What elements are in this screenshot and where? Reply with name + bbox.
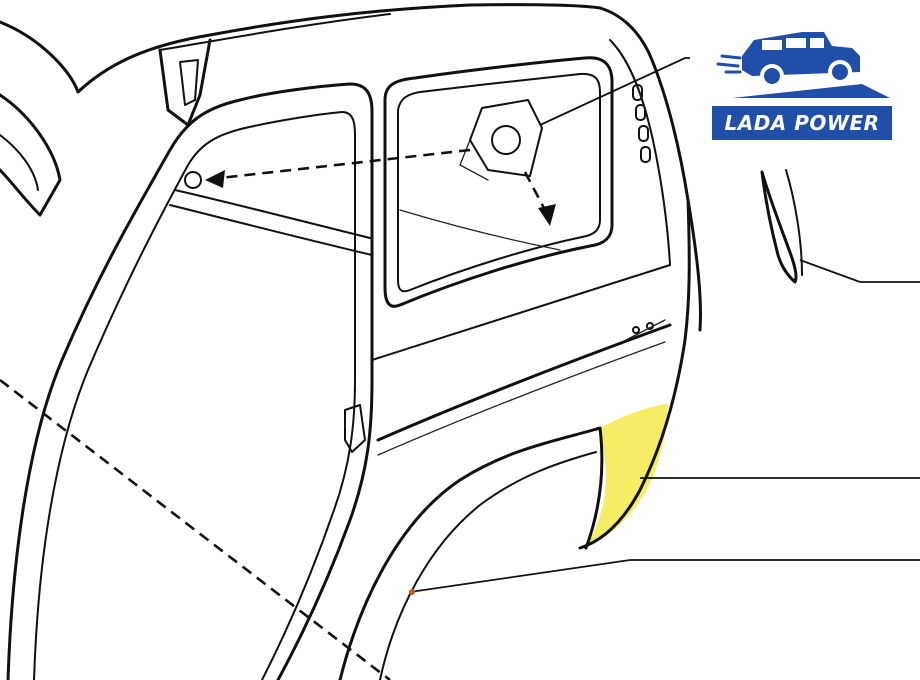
- suv-car-icon: [716, 32, 890, 98]
- vent-slots: [632, 84, 651, 163]
- leader-line-grommet: [539, 57, 690, 126]
- front-edge-inner: [0, 134, 39, 191]
- install-arrow-left-head: [205, 170, 225, 188]
- wheel-arch: [338, 426, 604, 680]
- interior-line-3: [399, 209, 561, 251]
- front-edge-outline: [0, 93, 62, 217]
- trim-strip-edge: [785, 169, 803, 276]
- install-arrow-down: [523, 171, 547, 211]
- roof-inner-line: [159, 13, 391, 51]
- rear-quarter-outer: [578, 198, 691, 550]
- body-crease-upper: [371, 264, 671, 361]
- mounting-hole: [184, 171, 202, 189]
- body-crease-lower: [376, 323, 672, 442]
- grommet-part: [459, 99, 543, 181]
- install-arrow-down-head: [538, 204, 556, 226]
- side-window-frame: [383, 56, 614, 308]
- door-opening-outer: [6, 82, 374, 680]
- lada-power-logo: LADA POWER: [712, 26, 892, 140]
- leader-line-bolt: [409, 559, 920, 593]
- roof-pillar-inner: [179, 59, 199, 106]
- side-window-glass-edge: [397, 72, 601, 293]
- interior-line-2: [174, 189, 371, 239]
- fuel-flap-bolts: [625, 319, 666, 341]
- leader-line-trim: [799, 259, 920, 283]
- rear-pillar-outer: [598, 6, 702, 332]
- door-opening-inner: [33, 111, 356, 680]
- roof-pillar-top: [158, 38, 212, 127]
- body-crease-lower-2: [377, 341, 666, 456]
- roof-outline: [0, 3, 602, 94]
- trim-strip-part: [760, 170, 798, 284]
- highlighted-wheel-arch-panel: [586, 404, 668, 548]
- logo-text: LADA POWER: [712, 106, 892, 140]
- door-latch: [344, 404, 366, 453]
- rear-pillar-inner: [609, 39, 671, 266]
- wheel-arch-lip: [379, 451, 597, 680]
- install-arrow-left: [219, 148, 471, 180]
- bolt-marker: [409, 589, 415, 595]
- interior-line-1: [169, 204, 373, 256]
- section-dashed-line: [0, 378, 391, 680]
